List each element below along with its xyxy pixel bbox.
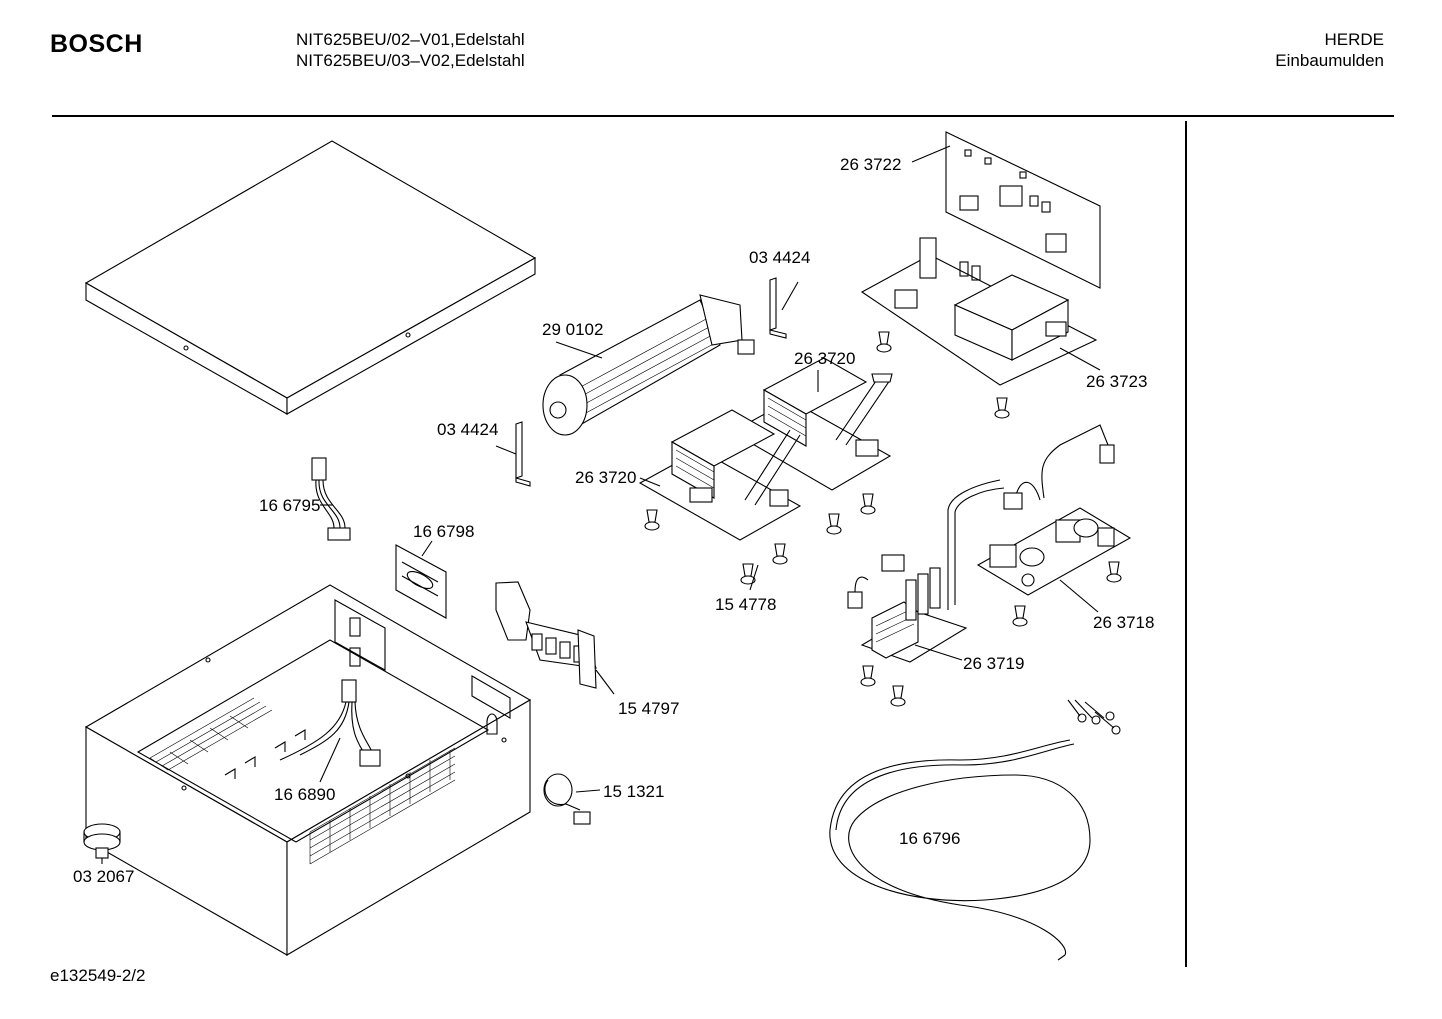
tangential-fan-29-0102-drawing (542, 294, 755, 436)
bracket-03-4424-top-drawing (769, 277, 787, 339)
switch-15-1321-drawing (543, 773, 591, 825)
label-26-3719: 26 3719 (963, 654, 1024, 673)
power-board-26-3720-upper-drawing (730, 357, 893, 491)
wiring-harness-16-6795-drawing (311, 457, 351, 541)
label-16-6795: 16 6795 (259, 496, 320, 515)
label-16-6796: 16 6796 (899, 829, 960, 848)
wiring-harness-16-6890-drawing (279, 679, 381, 767)
model-line-1: NIT625BEU/02–V01,Edelstahl (296, 30, 525, 49)
label-29-0102: 29 0102 (542, 320, 603, 339)
label-26-3720-upper: 26 3720 (794, 349, 855, 368)
label-16-6890: 16 6890 (274, 785, 335, 804)
label-15-4797: 15 4797 (618, 699, 679, 718)
transformer-board-26-3723-drawing (860, 237, 1098, 386)
right-margin-divider (1185, 121, 1187, 967)
header-divider (52, 115, 1394, 117)
brand-logo: BOSCH (50, 30, 143, 58)
label-16-6798: 16 6798 (413, 522, 474, 541)
cover-plate-drawing (84, 140, 537, 415)
drawing-code: e132549-2/2 (50, 966, 146, 985)
model-line-2: NIT625BEU/03–V02,Edelstahl (296, 51, 525, 70)
subcategory-title: Einbaumulden (1275, 51, 1384, 70)
label-26-3723: 26 3723 (1086, 372, 1147, 391)
label-03-2067: 03 2067 (73, 867, 134, 886)
housing-box-drawing (84, 584, 532, 956)
bracket-03-4424-mid-drawing (515, 421, 531, 487)
screw-set-drawing (644, 331, 1122, 707)
control-board-26-3722-drawing (945, 131, 1101, 289)
label-03-4424-top: 03 4424 (749, 248, 810, 267)
terminal-block-15-4797-drawing (495, 581, 597, 689)
mains-cable-16-6796-drawing (829, 699, 1121, 961)
label-15-4778: 15 4778 (715, 595, 776, 614)
category-title: HERDE (1324, 30, 1384, 49)
power-board-26-3720-lower-drawing (638, 409, 802, 541)
label-26-3718: 26 3718 (1093, 613, 1154, 632)
label-26-3722: 26 3722 (840, 155, 901, 174)
label-03-4424-mid: 03 4424 (437, 420, 498, 439)
filter-board-26-3718-drawing (976, 424, 1132, 596)
label-26-3720-lower: 26 3720 (575, 468, 636, 487)
label-15-1321: 15 1321 (603, 782, 664, 801)
leader-lines (101, 145, 1101, 864)
bracket-plate-16-6798-drawing (395, 544, 447, 619)
board-26-3719-drawing (847, 479, 1005, 663)
